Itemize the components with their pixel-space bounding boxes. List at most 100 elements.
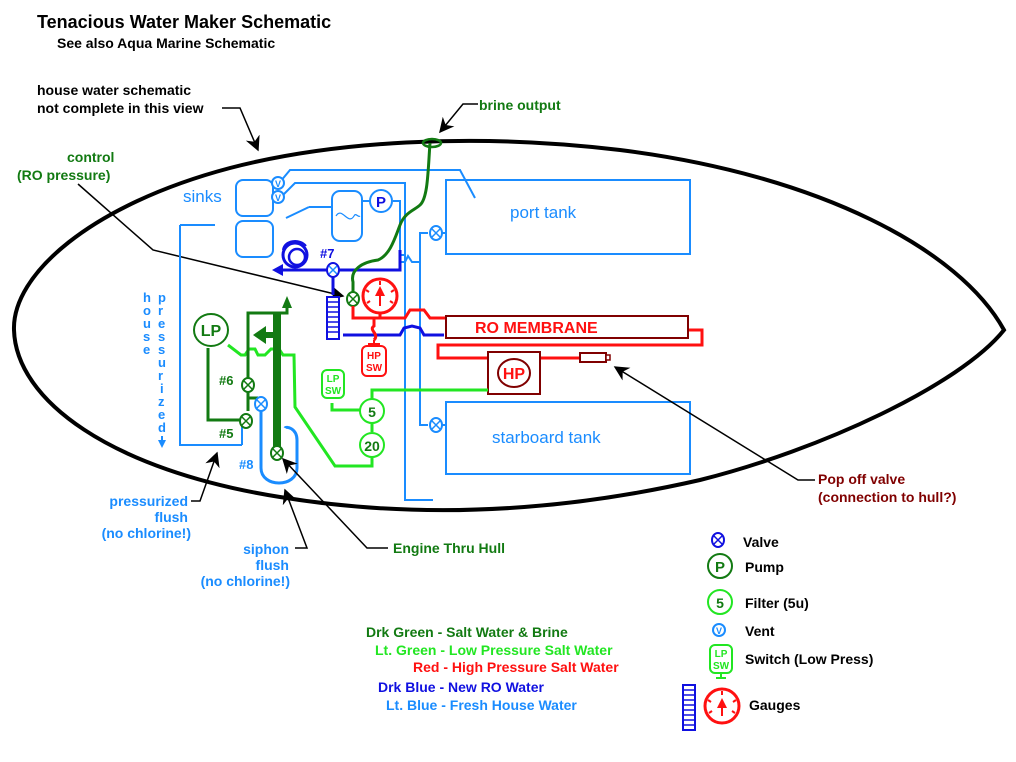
legend-red: Red - High Pressure Salt Water — [413, 659, 619, 675]
page-title: Tenacious Water Maker Schematic — [37, 12, 331, 32]
low-pressure-lines — [227, 343, 488, 468]
valve-6[interactable] — [241, 377, 255, 393]
engine-intake-pipe — [273, 313, 281, 453]
svg-text:Switch (Low Press): Switch (Low Press) — [745, 651, 873, 667]
pressurized-flush-leader — [191, 451, 220, 502]
pump-icon: P — [707, 553, 733, 579]
ro-membrane — [445, 315, 689, 339]
starboard-tank — [445, 401, 691, 475]
filter-icon: 5 — [707, 589, 733, 615]
vent-icon: V — [712, 623, 726, 637]
svg-text:LP: LP — [327, 374, 340, 385]
page-subtitle: See also Aqua Marine Schematic — [57, 35, 275, 51]
valve-7-label: #7 — [320, 246, 334, 261]
engine-flow-arrow — [253, 326, 266, 344]
engine-up-arrow — [282, 296, 292, 308]
accumulator-tank — [331, 190, 363, 242]
ro-membrane-label: RO MEMBRANE — [475, 320, 598, 337]
svg-text:20: 20 — [364, 438, 380, 454]
control-label-line2: (RO pressure) — [17, 167, 110, 183]
pressure-gauge — [361, 277, 399, 315]
svg-text:Gauges: Gauges — [749, 697, 801, 713]
valve-8[interactable] — [270, 445, 284, 461]
sink-basin-2 — [235, 220, 274, 258]
svg-text:LP: LP — [715, 649, 728, 660]
sinks-label: sinks — [183, 187, 222, 206]
legend-vent: V Vent — [712, 623, 775, 639]
svg-text:HP: HP — [503, 366, 526, 383]
sink-pump: P — [369, 189, 393, 213]
high-pressure-lines — [351, 305, 704, 360]
svg-text:V: V — [716, 626, 722, 636]
svg-text:P: P — [715, 559, 725, 576]
legend-lt-green: Lt. Green - Low Pressure Salt Water — [375, 642, 613, 658]
svg-text:LP: LP — [201, 323, 222, 340]
svg-text:5: 5 — [716, 595, 724, 611]
brine-output-leader — [439, 103, 478, 134]
legend-gauges: Gauges — [682, 684, 801, 731]
pop-off-label-line1: Pop off valve — [818, 471, 905, 487]
starboard-tank-label: starboard tank — [492, 428, 601, 447]
legend-switch: LP SW Switch (Low Press) — [709, 644, 873, 679]
pop-off-label-line2: (connection to hull?) — [818, 489, 956, 505]
engine-flow-arrow-stem — [264, 332, 274, 338]
engine-thru-hull-label: Engine Thru Hull — [393, 540, 505, 556]
flush-valve[interactable] — [254, 396, 268, 412]
ro-flow-meter — [326, 296, 340, 340]
legend-filter: 5 Filter (5u) — [707, 589, 809, 615]
legend-pump: P Pump — [707, 553, 784, 579]
svg-text:Filter (5u): Filter (5u) — [745, 595, 809, 611]
brine-line — [351, 137, 443, 292]
svg-text:SW: SW — [366, 363, 383, 374]
siphon-flush-line2: flush — [256, 557, 289, 573]
house-water-note-line2: not complete in this view — [37, 100, 204, 116]
svg-text:HP: HP — [367, 351, 381, 362]
pop-off-valve — [579, 352, 611, 363]
siphon-flush-leader — [282, 488, 309, 549]
filter-20u: 20 — [359, 432, 385, 458]
svg-text:Vent: Vent — [745, 623, 775, 639]
valve-8-label: #8 — [239, 457, 253, 472]
engine-thru-hull-leader — [281, 457, 388, 549]
control-leader — [77, 183, 345, 301]
starboard-tank-valve — [429, 417, 446, 433]
sink-basin-1 — [235, 179, 274, 217]
legend-drk-blue: Drk Blue - New RO Water — [378, 679, 545, 695]
pop-off-leader — [613, 366, 815, 481]
switch-icon: LP SW — [709, 644, 733, 679]
lp-pump: LP — [193, 313, 229, 347]
coil-arrow — [272, 264, 283, 276]
hp-switch: HP SW — [361, 340, 387, 377]
brine-output-label: brine output — [479, 97, 561, 113]
svg-text:Pump: Pump — [745, 559, 784, 575]
valve-5[interactable] — [239, 413, 253, 429]
valve-5-label: #5 — [219, 426, 233, 441]
ro-water-lines — [281, 240, 444, 337]
control-valve[interactable] — [346, 291, 360, 307]
filter-5u: 5 — [359, 398, 385, 424]
valve-7[interactable] — [326, 262, 340, 278]
hull-outline — [11, 138, 1007, 513]
port-tank — [445, 179, 691, 255]
legend-lt-blue: Lt. Blue - Fresh House Water — [386, 697, 577, 713]
svg-text:P: P — [376, 194, 386, 211]
pressurized-flush-line2: flush — [155, 509, 188, 525]
siphon-flush-line3: (no chlorine!) — [201, 573, 290, 589]
legend-valve: Valve — [711, 532, 779, 550]
sinks-group — [179, 169, 476, 501]
vent-2: V — [271, 190, 285, 204]
siphon-flush-line1: siphon — [243, 541, 289, 557]
svg-text:V: V — [275, 193, 281, 203]
pressurized-flush-line3: (no chlorine!) — [102, 525, 191, 541]
house-water-leader — [222, 107, 260, 152]
gauges-icon — [682, 684, 741, 731]
lp-switch: LP SW — [321, 369, 345, 399]
port-tank-valve — [429, 225, 446, 241]
hp-pump: HP — [487, 351, 541, 395]
legend-drk-green: Drk Green - Salt Water & Brine — [366, 624, 568, 640]
valve-icon — [711, 532, 725, 548]
